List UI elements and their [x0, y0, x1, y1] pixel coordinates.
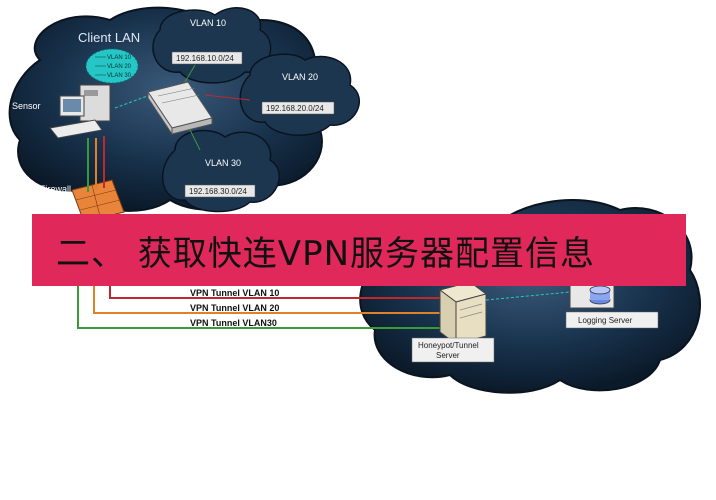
vlan10-subnet: 192.168.10.0/24 — [176, 54, 234, 63]
sensor-computer-icon — [49, 84, 111, 139]
honeypot-server-icon — [438, 281, 488, 345]
vlan30-cloud — [161, 129, 280, 213]
vlan20-cloud — [239, 53, 360, 136]
sensor-label: Sensor — [12, 101, 41, 111]
honeypot-label-line1: Honeypot/Tunnel — [418, 341, 479, 350]
switch-icon — [147, 81, 213, 136]
firewall-label: Firewall — [40, 184, 71, 194]
tunnel-vlan10-label: VPN Tunnel VLAN 10 — [190, 288, 279, 298]
honeypot-label-line2: Server — [436, 351, 460, 360]
client-lan-label: Client LAN — [78, 30, 140, 45]
tunnel-vlan20-label: VPN Tunnel VLAN 20 — [190, 303, 279, 313]
logging-server-icon — [569, 281, 615, 309]
vlan10-name: VLAN 10 — [190, 18, 226, 28]
banner-title: 二、 获取快连VPN服务器配置信息 — [56, 233, 596, 274]
bubble-vlan30: VLAN 30 — [107, 73, 132, 79]
vlan-bubble: VLAN 10 VLAN 20 VLAN 30 — [85, 48, 139, 84]
vlan20-name: VLAN 20 — [282, 72, 318, 82]
firewall-icon — [71, 179, 125, 223]
bubble-vlan10: VLAN 10 — [107, 55, 132, 61]
vlan20-subnet: 192.168.20.0/24 — [266, 104, 324, 113]
bubble-vlan20: VLAN 20 — [107, 64, 132, 70]
vlan30-name: VLAN 30 — [205, 158, 241, 168]
logging-server-label: Logging Server — [578, 316, 633, 325]
vlan30-subnet: 192.168.30.0/24 — [189, 187, 247, 196]
tunnel-vlan30-label: VPN Tunnel VLAN30 — [190, 318, 277, 328]
vpn-tunnels: VPN Tunnel VLAN 10 VPN Tunnel VLAN 20 VP… — [77, 286, 440, 329]
title-banner: 二、 获取快连VPN服务器配置信息 — [32, 214, 686, 286]
